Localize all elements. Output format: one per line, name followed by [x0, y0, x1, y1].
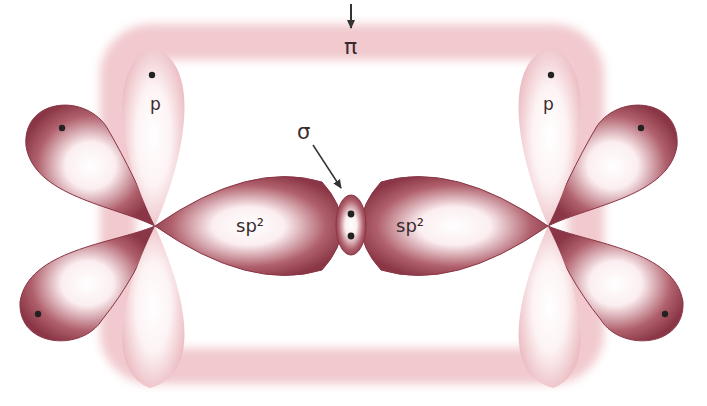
sigma-bond-label: σ: [297, 122, 310, 143]
p-orbital-label: p: [150, 96, 161, 113]
sp2-orbital-label: sp²: [236, 217, 264, 235]
pi-bond-label: π: [344, 36, 357, 58]
p-orbital-label: p: [543, 96, 554, 113]
sp2-orbital-label: sp²: [396, 217, 424, 235]
